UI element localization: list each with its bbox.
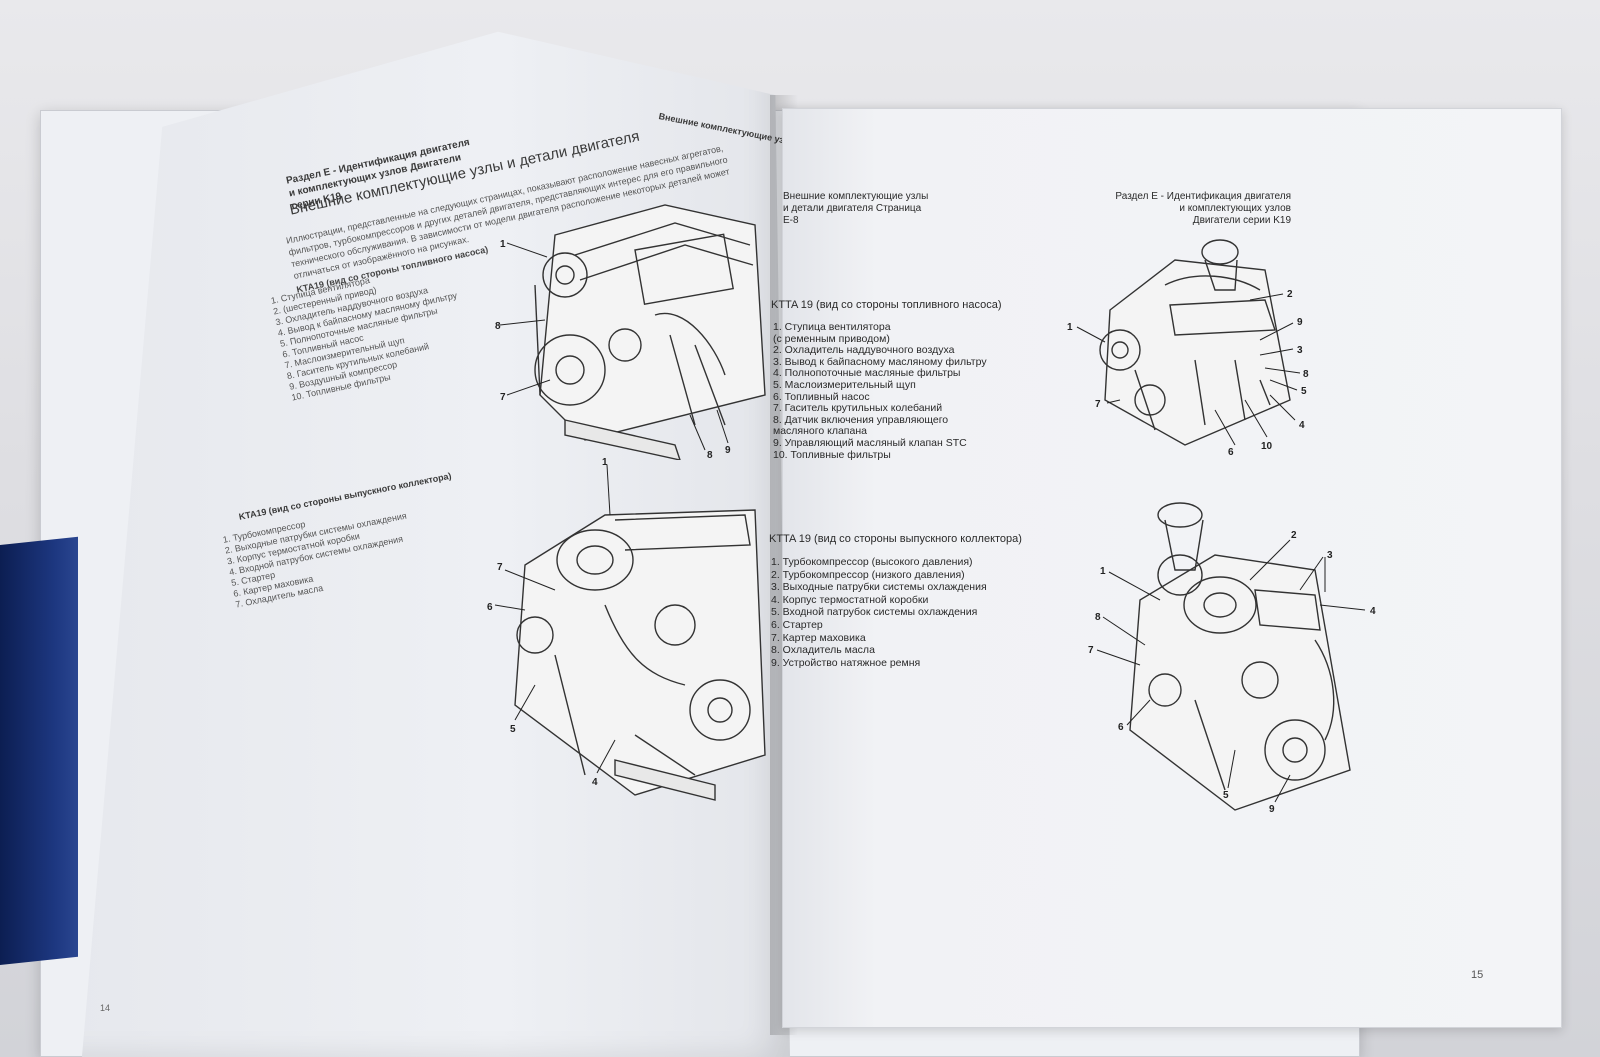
list-item: 6. Топливный насос (773, 390, 870, 403)
callout: 1 (1067, 322, 1073, 333)
list-item: 7. Картер маховика (771, 631, 866, 644)
callout: 8 (707, 450, 713, 460)
callout: 7 (500, 392, 506, 403)
list-item: 8. Датчик включения управляющего (773, 413, 949, 426)
list-item: 6. Стартер (771, 618, 823, 631)
left-engine-illustration-top: 1 8 7 8 9 (495, 204, 766, 460)
list-item: (с ременным приводом) (773, 332, 890, 345)
binder-blue-edge (0, 536, 78, 965)
list-item: 9. Управляющий масляный клапан STC (773, 436, 967, 449)
list-item: 1. Ступица вентилятора (773, 321, 891, 333)
list-item: 10. Топливные фильтры (773, 448, 891, 461)
callout: 1 (602, 457, 608, 468)
list-item: 2. Турбокомпрессор (низкого давления) (771, 568, 965, 581)
right-header-right-line: Раздел E - Идентификация двигателя (1115, 191, 1291, 202)
callout: 5 (1223, 790, 1229, 801)
callout: 6 (487, 602, 493, 613)
list-item: 1. Турбокомпрессор (высокого давления) (771, 556, 973, 568)
list-item: 2. Охладитель наддувочного воздуха (773, 344, 955, 357)
callout: 4 (1299, 420, 1305, 431)
right-engine-illustration-bottom: 1 2 3 4 8 7 6 5 9 (1088, 502, 1376, 815)
left-engine-illustration-bottom: 1 7 6 5 4 (487, 457, 766, 801)
right-engine-illustration-top: 1 2 9 3 8 5 4 7 6 10 (1067, 239, 1309, 458)
callout: 8 (1303, 369, 1309, 380)
callout: 1 (1100, 566, 1106, 577)
right-header-right-line: и комплектующих узлов (1179, 203, 1291, 214)
list-item: масляного клапана (773, 425, 867, 438)
list-item: 5. Входной патрубок системы охлаждения (771, 606, 978, 619)
list-item: 7. Гаситель крутильных колебаний (773, 402, 943, 415)
callout: 10 (1261, 441, 1273, 452)
right-page-number: 15 (1471, 969, 1484, 981)
callout: 4 (1370, 606, 1376, 617)
right-header-left-line: Внешние комплектующие узлы (783, 191, 929, 202)
callout: 7 (497, 562, 503, 573)
right-page-header-right: Раздел E - Идентификация двигателя и ком… (1115, 191, 1291, 227)
callout: 2 (1291, 530, 1297, 541)
callout: 8 (495, 321, 501, 332)
right-header-left-line: и детали двигателя Страница (783, 203, 922, 214)
left-page-number: 14 (100, 1003, 111, 1013)
right-page: Внешние комплектующие узлы и детали двиг… (769, 108, 1562, 1028)
right-view1-title: KTTA 19 (вид со стороны топливного насос… (771, 299, 1002, 311)
list-item: 4. Корпус термостатной коробки (771, 593, 929, 606)
callout: 7 (1095, 399, 1101, 410)
callout: 3 (1297, 345, 1303, 356)
right-view2-list: 1. Турбокомпрессор (высокого давления)2.… (771, 556, 987, 669)
callout: 6 (1228, 447, 1234, 458)
callout: 4 (592, 777, 598, 788)
callout: 9 (725, 445, 731, 456)
callout: 5 (1301, 386, 1307, 397)
callout: 7 (1088, 645, 1094, 656)
callout: 1 (500, 239, 506, 250)
list-item: 5. Маслоизмерительный щуп (773, 378, 916, 391)
callout: 3 (1327, 550, 1333, 561)
callout: 6 (1118, 722, 1124, 733)
right-view1-list: 1. Ступица вентилятора(с ременным привод… (773, 321, 987, 461)
list-item: 4. Полнопоточные масляные фильтры (773, 367, 961, 380)
list-item: 8. Охладитель масла (771, 644, 875, 657)
callout: 2 (1287, 289, 1293, 300)
list-item: 3. Выходные патрубки системы охлаждения (771, 581, 987, 594)
right-header-right-line: Двигатели серии K19 (1192, 215, 1291, 226)
callout: 8 (1095, 612, 1101, 623)
callout: 5 (510, 724, 516, 735)
callout: 9 (1269, 804, 1275, 815)
list-item: 9. Устройство натяжное ремня (771, 656, 921, 669)
right-header-left-line: E-8 (783, 215, 799, 226)
list-item: 3. Вывод к байпасному масляному фильтру (773, 355, 987, 368)
right-page-header-left: Внешние комплектующие узлы и детали двиг… (783, 191, 928, 227)
callout: 9 (1297, 317, 1303, 328)
right-view2-title: KTTA 19 (вид со стороны выпускного колле… (769, 533, 1022, 545)
